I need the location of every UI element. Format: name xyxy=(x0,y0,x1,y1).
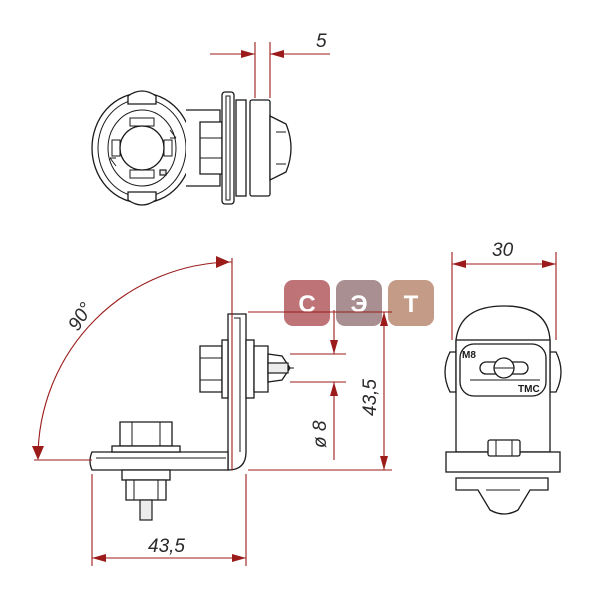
dim-height: 43,5 xyxy=(360,379,381,416)
marking-maker: ТМС xyxy=(518,384,540,395)
dim-diameter: ø 8 xyxy=(310,420,331,448)
side-view: M8 ТМС 30 xyxy=(444,240,562,515)
logo-letter-e: Э xyxy=(350,291,367,318)
dim-base-length: 43,5 xyxy=(148,536,185,557)
marking-bolt-size: M8 xyxy=(462,350,476,361)
dim-top-width: 5 xyxy=(316,31,327,52)
dim-side-width: 30 xyxy=(492,240,514,261)
watermark-logo: С Э Т xyxy=(284,280,434,326)
dim-angle: 90° xyxy=(64,299,97,335)
top-view: 5 xyxy=(91,31,330,206)
logo-box-c xyxy=(284,280,330,326)
logo-letter-t: Т xyxy=(404,291,419,318)
logo-box-e xyxy=(336,280,382,326)
logo-letter-c: С xyxy=(298,291,315,318)
logo-box-t xyxy=(388,280,434,326)
